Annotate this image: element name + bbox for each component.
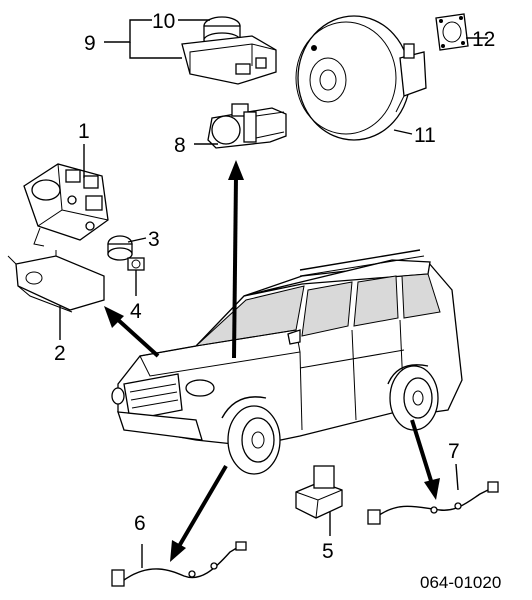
- callout-12: 12: [472, 28, 495, 51]
- callout-3: 3: [148, 228, 160, 251]
- callout-9: 9: [84, 32, 96, 55]
- bushing: [107, 235, 133, 261]
- master-cylinder: [207, 103, 287, 149]
- callout-4: 4: [130, 300, 142, 323]
- bushing-nut: [127, 257, 145, 271]
- callout-10: 10: [152, 10, 175, 33]
- booster-gasket: [435, 13, 469, 51]
- leader-lines: [59, 19, 488, 568]
- callout-11: 11: [414, 124, 436, 147]
- brake-fluid-reservoir: [181, 16, 277, 85]
- callout-5: 5: [322, 540, 334, 563]
- abs-bracket: [7, 250, 105, 313]
- callout-8: 8: [174, 134, 186, 157]
- rear-wheel-speed-sensor: [367, 481, 499, 525]
- callout-2: 2: [54, 342, 66, 365]
- front-wheel-speed-sensor: [111, 541, 247, 587]
- abs-modulator: [23, 163, 109, 247]
- reference-number: 064-01020: [420, 573, 501, 592]
- callout-7: 7: [448, 440, 460, 463]
- vehicle-outline: [111, 249, 463, 475]
- sensor-bracket: [295, 465, 343, 519]
- brake-booster: [295, 15, 427, 141]
- arrows: [104, 160, 440, 562]
- callout-1: 1: [78, 120, 90, 143]
- callout-6: 6: [134, 512, 146, 535]
